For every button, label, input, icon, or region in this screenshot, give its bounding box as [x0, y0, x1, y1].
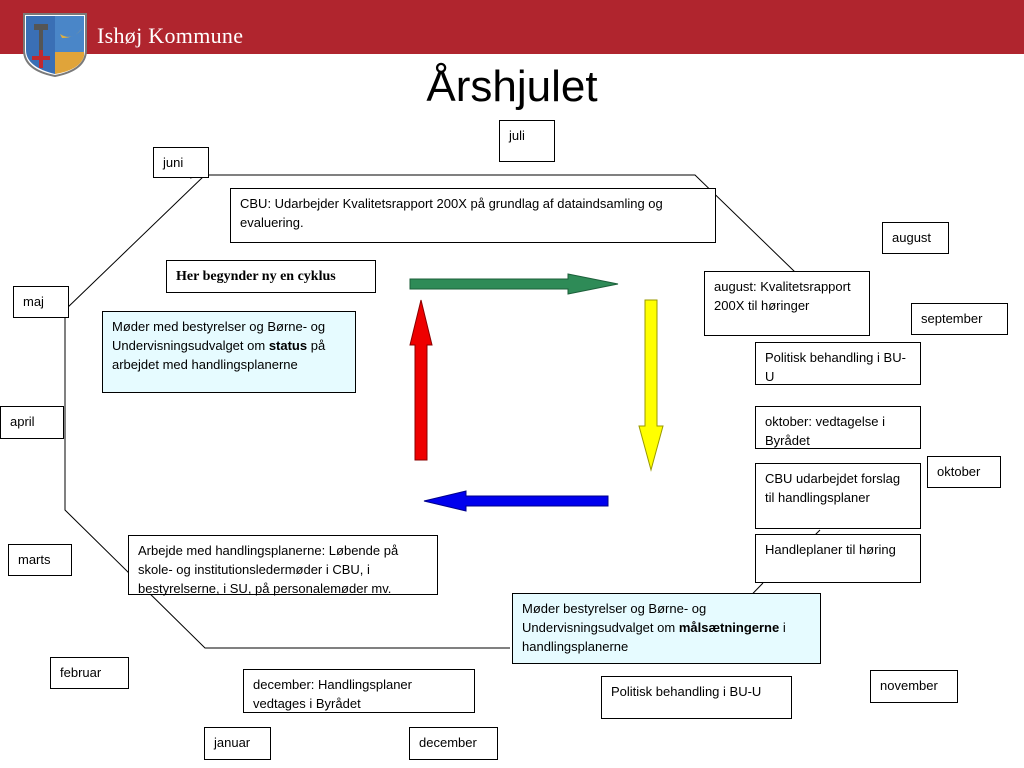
box-moder-status: Møder med bestyrelser og Børne- og Under… [102, 311, 356, 393]
box-august-kvalitetsrapport: august: Kvalitetsrapport 200X til høring… [704, 271, 870, 336]
brand-name: Ishøj Kommune [97, 23, 244, 48]
box-oktober-vedtagelse: oktober: vedtagelse i Byrådet [755, 406, 921, 449]
month-august: august [882, 222, 949, 254]
box-december-vedtages: december: Handlingsplaner vedtages i Byr… [243, 669, 475, 713]
moder-mal-text-pre: Møder bestyrelser og Børne- og Undervisn… [522, 601, 707, 635]
month-februar: februar [50, 657, 129, 689]
moder-mal-text-post: i handlingsplanerne [522, 620, 786, 654]
month-juli: juli [499, 120, 555, 162]
box-handleplaner-horing: Handleplaner til høring [755, 534, 921, 583]
month-april: april [0, 406, 64, 439]
box-politisk-behandling-bu-u-top: Politisk behandling i BU-U [755, 342, 921, 385]
moder-status-text-post: på arbejdet med handlingsplanerne [112, 338, 326, 372]
month-oktober: oktober [927, 456, 1001, 488]
month-december: december [409, 727, 498, 760]
box-cycle-start: Her begynder ny en cyklus [166, 260, 376, 293]
month-januar: januar [204, 727, 271, 760]
box-arbejde-handlingsplaner: Arbejde med handlingsplanerne: Løbende p… [128, 535, 438, 596]
yellow-arrow-down [638, 299, 664, 472]
month-september: september [911, 303, 1008, 335]
month-maj: maj [13, 286, 69, 318]
blue-arrow-left [423, 490, 609, 512]
green-arrow-right [409, 273, 619, 295]
box-cbu-kvalitetsrapport: CBU: Udarbejder Kvalitetsrapport 200X på… [230, 188, 716, 243]
month-marts: marts [8, 544, 72, 576]
box-moder-malsaetninger: Møder bestyrelser og Børne- og Undervisn… [512, 593, 821, 664]
moder-status-text-bold: status [268, 338, 308, 353]
moder-status-text-pre: Møder med bestyrelser og Børne- og Under… [112, 319, 326, 353]
ishoj-coat-of-arms-icon [23, 13, 87, 78]
cycle-outline [205, 174, 796, 273]
month-november: november [870, 670, 958, 703]
red-arrow-up [409, 299, 433, 461]
month-juni: juni [153, 147, 209, 178]
moder-mal-text-bold: målsætningerne [678, 620, 780, 635]
page-title: Årshjulet [426, 62, 598, 111]
box-cbu-forslag: CBU udarbejdet forslag til handlingsplan… [755, 463, 921, 529]
header-bar: Ishøj Kommune [0, 0, 1024, 78]
cycle-outline-left [64, 174, 510, 649]
box-politisk-behandling-bu-u-bottom: Politisk behandling i BU-U [601, 676, 792, 719]
